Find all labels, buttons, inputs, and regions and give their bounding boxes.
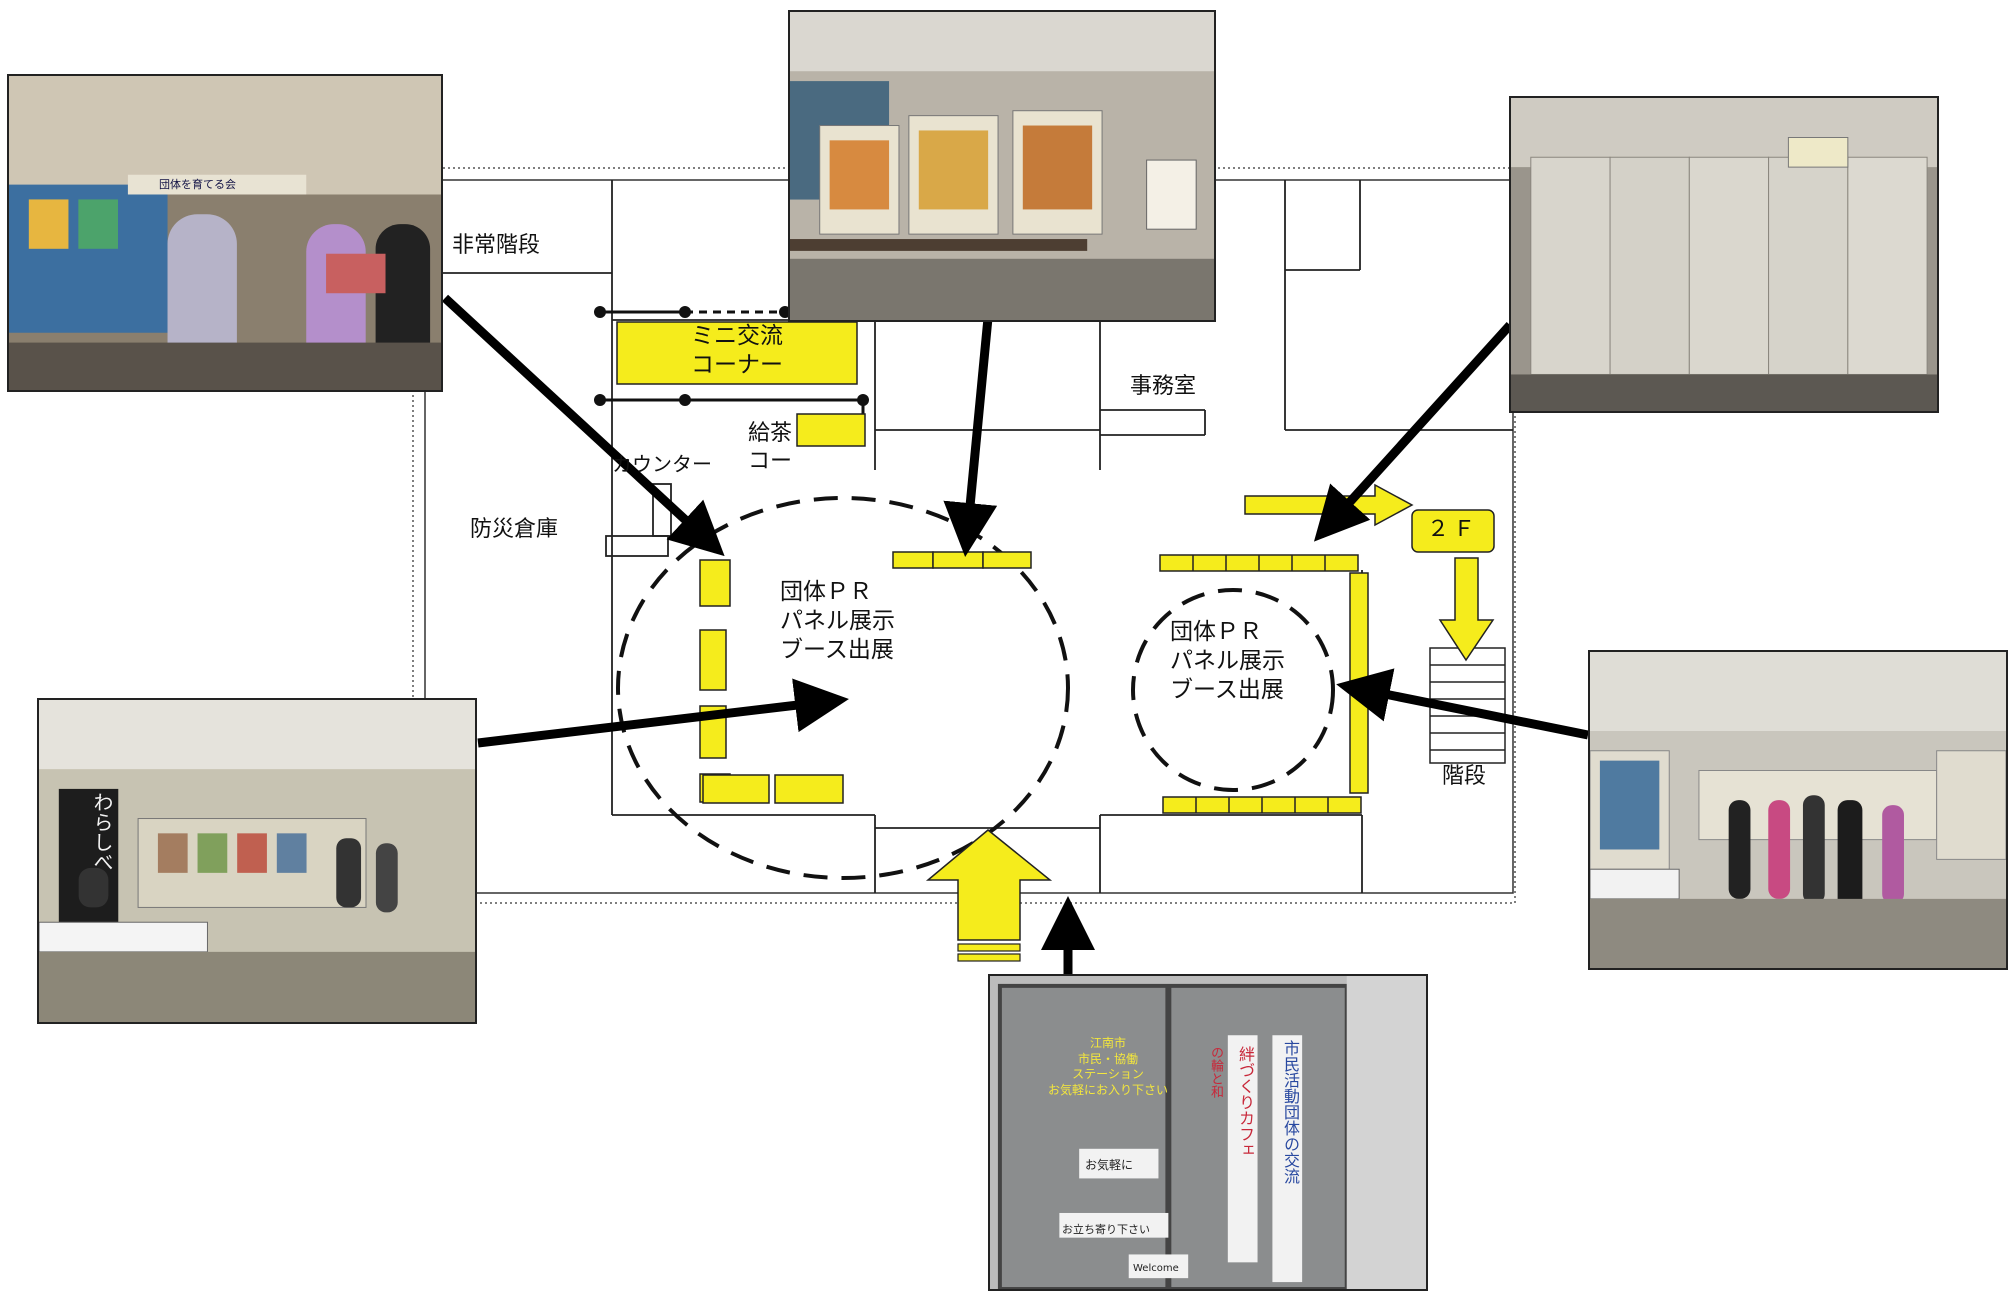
photo-partition-panels [1509,96,1939,413]
photo-entrance-door: 江南市 市民・協働 ステーション お気軽にお入り下さい お気軽に お立ち寄り下さ… [988,974,1428,1291]
stairs-label: 階段 [1442,764,1487,789]
main-booth-label: 団体ＰＲ パネル展示 ブース出展 [780,579,895,663]
emergency-stairs-label: 非常階段 [452,233,541,258]
mid-banner: の輪と和 [1208,1046,1223,1098]
side-booth-label: 団体ＰＲ パネル展示 ブース出展 [1170,619,1285,703]
photo-panel-room [788,10,1216,322]
door-sign-text: 江南市 市民・協働 ステーション お気軽にお入り下さい [1048,1036,1169,1097]
yellow-arrow-down [1438,557,1495,662]
side-booth-dividers [1192,555,1329,813]
photo-pointer-arrows [441,294,1589,975]
counter-label: カウンター [612,452,712,476]
photo-booth-visitors: 団体を育てる会 [7,74,443,392]
tea-corner-box [796,413,866,447]
side-booth-panels [1159,554,1369,814]
door-sign-4: Welcome [1133,1263,1179,1274]
photo-crowded-hall [1588,650,2008,970]
mini-exchange-corner-label: ミニ交流 コーナー [691,323,783,378]
office-label: 事務室 [1130,374,1197,399]
second-floor-label: ２Ｆ [1426,517,1479,542]
side-booth-ellipse [1131,588,1335,792]
main-booth-ellipse [616,496,1070,880]
door-sign-3: お立ち寄り下さい [1062,1223,1150,1236]
warashibe-banner: わらしべ [90,792,114,872]
door-sign-2: お気軽に [1085,1158,1134,1172]
disaster-storage-label: 防災倉庫 [470,517,559,542]
fair-banner: 市民活動団体の交流 [1281,1040,1300,1184]
cafe-banner: 絆づくりカフェ [1236,1046,1255,1158]
entrance-arrow-up [925,829,1053,962]
second-floor-badge [1411,509,1495,553]
mini-corner-box [616,321,858,385]
photo-reception-hall: わらしべ [37,698,477,1024]
tea-corner-label: 給茶 コー [748,421,793,474]
booth-banner: 団体を育てる会 [159,178,236,191]
